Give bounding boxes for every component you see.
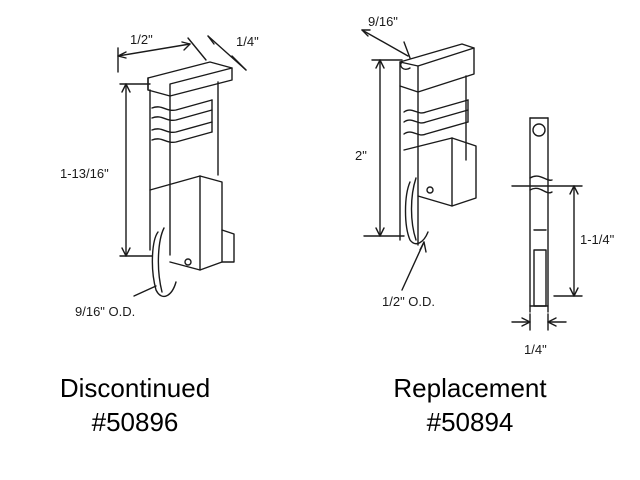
right-caption-number: #50894 xyxy=(426,407,514,437)
side-view-drawing xyxy=(529,117,553,313)
left-top-depth-label: 1/4" xyxy=(236,34,259,49)
side-dimension-lines xyxy=(511,185,583,331)
right-top-width-label: 9/16" xyxy=(368,14,398,29)
right-caption-status: Replacement xyxy=(393,373,547,403)
side-width-label: 1/4" xyxy=(524,342,547,357)
left-wheel-label: 9/16" O.D. xyxy=(75,304,135,319)
right-wheel-label: 1/2" O.D. xyxy=(382,294,435,309)
right-height-label: 2" xyxy=(355,148,367,163)
right-roller-drawing xyxy=(399,43,477,246)
right-dimension-lines xyxy=(361,29,427,291)
left-caption-number: #50896 xyxy=(91,407,179,437)
left-caption-status: Discontinued xyxy=(59,373,211,403)
left-roller-drawing xyxy=(147,61,235,298)
side-height-label: 1-1/4" xyxy=(580,232,615,247)
left-height-label: 1-13/16" xyxy=(60,166,109,181)
left-top-width-label: 1/2" xyxy=(130,32,153,47)
left-dimension-lines xyxy=(117,35,247,297)
